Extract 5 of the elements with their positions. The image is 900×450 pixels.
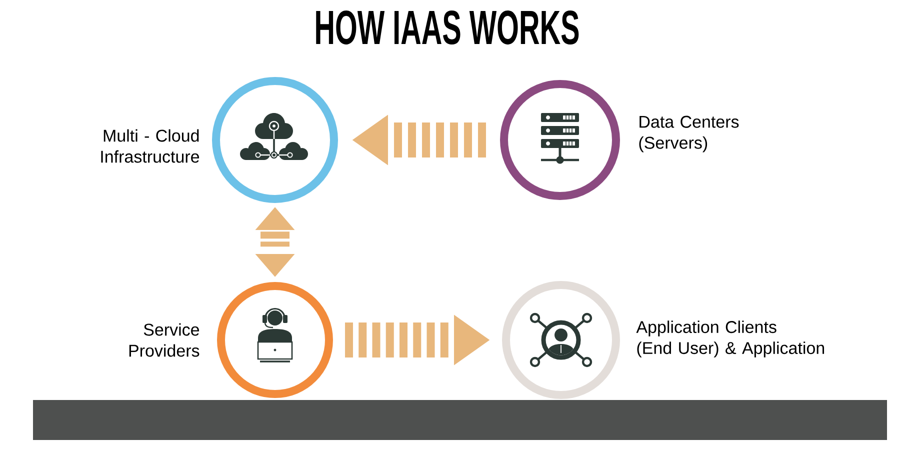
- title: HOW IAAS WORKS: [316, 10, 579, 44]
- node-label: Application Clients (End User) & Application: [636, 320, 824, 358]
- node-label: Multi - Cloud Infrastructure: [101, 129, 200, 163]
- node-label: Data Centers (Servers): [639, 116, 739, 152]
- node-label: Service Providers: [129, 323, 200, 357]
